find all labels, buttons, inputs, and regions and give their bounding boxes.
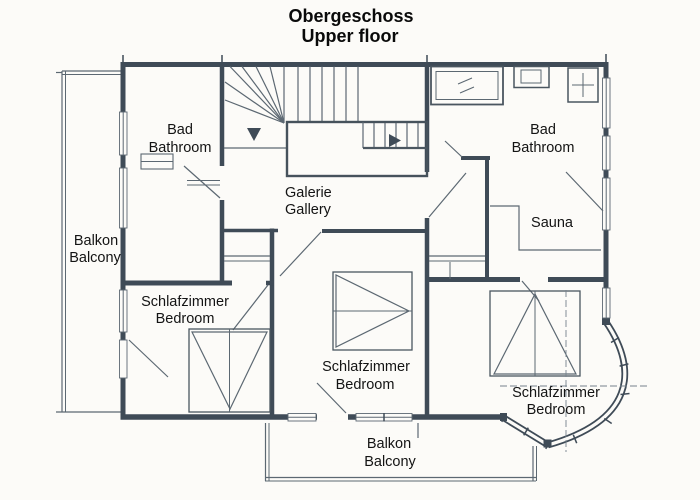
centerlines — [500, 290, 648, 452]
closet-shelves — [224, 255, 270, 262]
door-bedroom-left — [232, 284, 269, 331]
label-bedroom-left-de: Schlafzimmer — [141, 294, 229, 310]
sink — [567, 67, 599, 103]
beds — [188, 271, 581, 413]
title-en: Upper floor — [302, 26, 399, 46]
label-gallery-de: Galerie — [285, 185, 332, 201]
door-sauna — [565, 171, 604, 212]
bathroom-fixtures — [140, 65, 599, 170]
label-sauna: Sauna — [531, 215, 574, 231]
door-balcony-center — [316, 382, 347, 414]
door-bathroom-left — [183, 165, 221, 199]
stair-right-arrow-icon — [389, 134, 401, 147]
toilet — [513, 65, 550, 89]
bed-left — [188, 328, 271, 413]
sauna-cabin — [490, 205, 601, 251]
label-bedroom-right-en: Bedroom — [527, 402, 586, 418]
stair-down-arrow-icon — [247, 128, 261, 141]
label-balcony-bottom-de: Balkon — [367, 436, 411, 452]
doors — [128, 140, 604, 414]
label-bedroom-center-de: Schlafzimmer — [322, 359, 410, 375]
labels: Obergeschoss Upper floor Bad Bathroom Ba… — [69, 6, 600, 470]
label-balcony-left-de: Balkon — [74, 233, 118, 249]
radiator — [140, 153, 174, 170]
label-balcony-bottom-en: Balcony — [364, 454, 416, 470]
door-bathroom-right-2 — [444, 140, 463, 158]
door-balcony-left — [128, 339, 169, 378]
bathtub — [430, 65, 504, 106]
label-bedroom-right-de: Schlafzimmer — [512, 385, 600, 401]
title-de: Obergeschoss — [288, 6, 413, 26]
bed-center — [332, 271, 413, 351]
balcony-bottom-structure — [264, 423, 537, 482]
label-gallery-en: Gallery — [285, 202, 332, 218]
label-bathroom-right-de: Bad — [530, 122, 556, 138]
bed-right — [489, 290, 581, 377]
bay-window — [500, 318, 630, 450]
label-bedroom-left-en: Bedroom — [156, 311, 215, 327]
label-balcony-left-en: Balcony — [69, 250, 121, 266]
windows-west-wall — [119, 111, 128, 379]
door-bathroom-right — [428, 172, 467, 218]
label-bathroom-left-en: Bathroom — [149, 140, 212, 156]
staircase — [224, 66, 429, 178]
balcony-left-structure — [56, 70, 123, 413]
label-bedroom-center-en: Bedroom — [336, 377, 395, 393]
door-gallery — [279, 231, 322, 277]
label-bathroom-right-en: Bathroom — [512, 140, 575, 156]
windows-east-wall — [602, 77, 611, 319]
windows-south-wall — [287, 413, 413, 422]
interior-walls — [120, 62, 608, 419]
label-bathroom-left-de: Bad — [167, 122, 193, 138]
